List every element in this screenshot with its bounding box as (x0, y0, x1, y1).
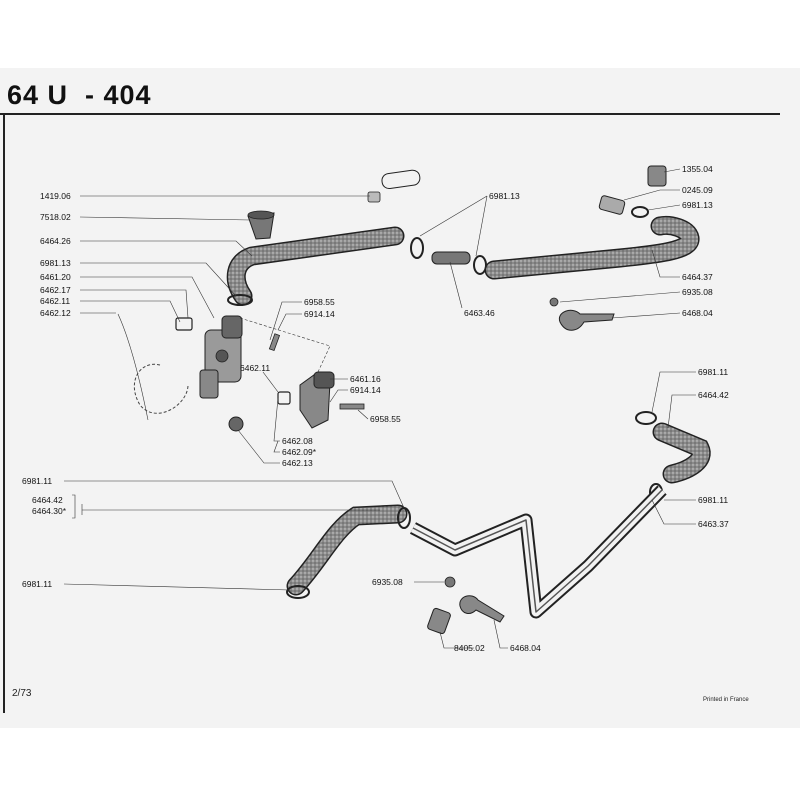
label-1355-04: 1355.04 (682, 164, 713, 174)
label-6463-46: 6463.46 (464, 308, 495, 318)
printed-in-note: Printed in France (703, 697, 749, 703)
clip-6981-13-center-right (473, 255, 487, 275)
label-6468-04-top: 6468.04 (682, 308, 713, 318)
header-rule (0, 113, 780, 115)
label-6462-11-left: 6462.11 (40, 296, 70, 306)
label-6914-14-mid: 6914.14 (350, 385, 381, 395)
label-6462-11-mid: 6462.11 (240, 363, 270, 373)
label-group-bracket (72, 494, 76, 519)
label-6464-26: 6464.26 (40, 236, 71, 246)
screw-6958-55-mid (339, 403, 365, 410)
nut-6462-13 (228, 416, 244, 432)
part-labels: 1419.06 7518.02 6464.26 6981.13 6461.20 … (22, 164, 729, 653)
nut-6935-08-top (549, 297, 559, 307)
page-reference: 2/73 (12, 688, 32, 699)
label-6981-11-left-top: 6981.11 (22, 476, 52, 486)
assembly-dashed-line (239, 317, 331, 373)
label-6935-08-top: 6935.08 (682, 287, 713, 297)
clip-6981-13-right (631, 206, 649, 218)
label-6981-13-right: 6981.13 (682, 200, 713, 210)
bush-1355-04 (647, 165, 667, 187)
label-0245-09: 0245.09 (682, 185, 713, 195)
label-6463-37: 6463.37 (698, 519, 729, 529)
label-6935-08-bottom: 6935.08 (372, 577, 403, 587)
grommet-7518-02 (247, 210, 275, 240)
label-8405-02: 8405.02 (454, 643, 485, 653)
plug-1419-06 (367, 191, 381, 203)
hose-6464-26 (226, 226, 405, 306)
hose-6464-42-right (652, 422, 711, 484)
label-1419-06: 1419.06 (40, 191, 71, 201)
gasket-6462-11-mid (277, 391, 291, 405)
connector-6463-46 (431, 251, 471, 265)
bracket-6468-04-top (558, 309, 615, 331)
gasket-6462-17 (175, 317, 193, 331)
label-6462-13: 6462.13 (282, 458, 313, 468)
label-6464-37: 6464.37 (682, 272, 713, 282)
label-6464-42-left: 6464.42 (32, 495, 63, 505)
tap-body-6461-16 (299, 371, 335, 429)
bracket-6468-04-bottom (459, 595, 505, 623)
label-6461-20: 6461.20 (40, 272, 71, 282)
sleeve-1419-06 (381, 169, 421, 190)
screw-6958-55-top (268, 333, 281, 352)
plug-0245-09 (598, 195, 626, 215)
label-6468-04-bottom: 6468.04 (510, 643, 541, 653)
clip-6981-13-left (227, 294, 253, 306)
leader-lines (63, 168, 696, 649)
nut-6935-08-bottom (444, 576, 456, 588)
pipe-6463-37 (409, 485, 667, 619)
heater-tap-6461-20 (199, 315, 243, 399)
sleeve-8405-02 (427, 607, 451, 635)
hose-6464-37 (484, 216, 700, 280)
page-title: 64 U - 404 (7, 80, 152, 110)
label-6464-30: 6464.30* (32, 506, 67, 516)
label-6981-11-right-top: 6981.11 (698, 367, 728, 377)
label-6914-14-top: 6914.14 (304, 309, 335, 319)
label-6462-09: 6462.09* (282, 447, 317, 457)
label-6981-11-left-bottom: 6981.11 (22, 579, 52, 589)
label-6981-13-center: 6981.13 (489, 191, 520, 201)
clip-6981-11-left-bottom (286, 585, 310, 599)
label-6958-55-top: 6958.55 (304, 297, 335, 307)
hose-6464-42-left (286, 504, 408, 596)
label-6958-55-mid: 6958.55 (370, 414, 401, 424)
left-frame-line (3, 113, 5, 713)
label-6462-08: 6462.08 (282, 436, 313, 446)
label-6981-11-right-mid: 6981.11 (698, 495, 728, 505)
label-6462-12: 6462.12 (40, 308, 71, 318)
clip-6981-11-right-top (635, 411, 657, 425)
label-7518-02: 7518.02 (40, 212, 71, 222)
clip-6981-13-center-left (410, 237, 424, 259)
label-6464-42-right: 6464.42 (698, 390, 729, 400)
label-6461-16: 6461.16 (350, 374, 381, 384)
cable-6462-12 (117, 313, 189, 421)
label-6981-13-left: 6981.13 (40, 258, 71, 268)
label-6462-17: 6462.17 (40, 285, 71, 295)
